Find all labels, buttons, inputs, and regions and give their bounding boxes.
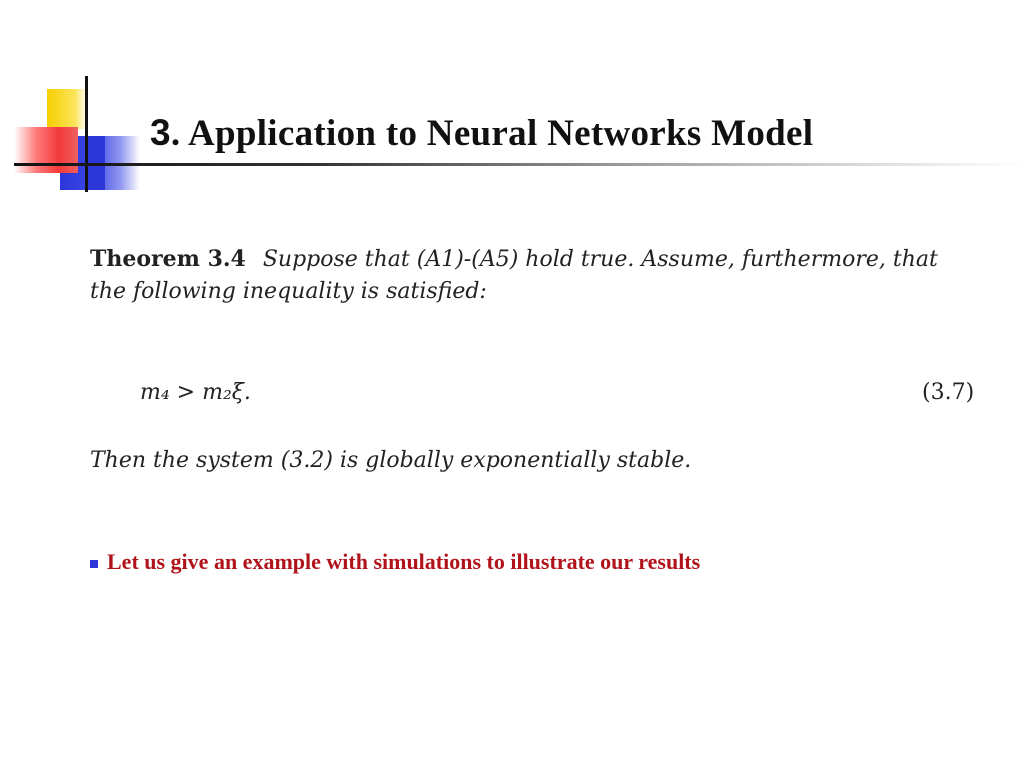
decor-yellow-square: [47, 89, 87, 129]
theorem-line-1: Theorem 3.4 Suppose that (A1)-(A5) hold …: [90, 246, 938, 272]
slide-title: 3. Application to Neural Networks Model: [150, 112, 813, 155]
bullet-text: Let us give an example with simulations …: [107, 549, 701, 574]
decor-red-square: [14, 127, 78, 173]
title-underline: [14, 163, 1024, 166]
equation: m₄ > m₂ξ.: [140, 380, 251, 405]
theorem-conclusion: Then the system (3.2) is globally expone…: [90, 448, 692, 473]
theorem-statement-2: the following inequality is satisfied:: [90, 279, 487, 304]
decor-vertical-line: [85, 76, 88, 192]
slide-title-text: . Application to Neural Networks Model: [170, 113, 814, 154]
equation-number: (3.7): [922, 380, 975, 405]
theorem-label: Theorem 3.4: [90, 246, 246, 272]
slide-title-number: 3: [150, 112, 171, 153]
bullet-square-icon: [90, 560, 98, 568]
theorem-statement-1: Suppose that (A1)-(A5) hold true. Assume…: [262, 247, 938, 272]
